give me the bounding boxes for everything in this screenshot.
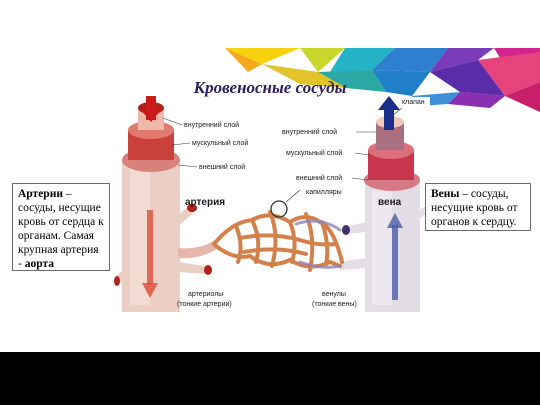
capillary-venous <box>298 260 342 269</box>
deco-shape <box>330 48 395 72</box>
leader-line <box>391 107 403 117</box>
slide-background-art: внутренний слой мускульный слой внешний … <box>114 48 540 312</box>
vein-arrow-head <box>378 96 400 110</box>
deco-shape <box>225 48 262 72</box>
deco-shape <box>318 70 386 92</box>
label-inner-layer-artery: внутренний слой <box>184 121 239 129</box>
label-valve: клапан <box>402 99 425 106</box>
label-arterioles-note: (тонкие артерии) <box>177 301 232 308</box>
label-capillaries: капилляры <box>306 189 342 196</box>
label-muscle-layer-vein: мускульный слой <box>286 149 342 157</box>
deco-shape <box>372 48 448 72</box>
deco-shape <box>505 82 540 112</box>
leader-line <box>162 117 183 126</box>
slide-title: Кровеносные сосуды <box>193 78 347 97</box>
vein-arrow-shaft <box>384 106 394 130</box>
footer-bar <box>0 352 540 405</box>
arteriole <box>178 240 218 259</box>
artery-branch <box>178 262 207 274</box>
aorta-term: аорта <box>24 258 55 270</box>
vein-highlight <box>372 185 392 305</box>
leader-lines-right <box>285 107 403 203</box>
vein-branch <box>348 222 366 234</box>
deco-shape <box>448 92 505 108</box>
label-outer-layer-vein: внешний слой <box>296 174 342 182</box>
deco-shape <box>372 70 430 96</box>
deco-shape <box>300 48 345 72</box>
artery-branch-end <box>114 276 120 286</box>
vein-inner-layer <box>376 122 404 150</box>
capillary <box>234 224 243 264</box>
artery-branch-end <box>204 265 212 275</box>
vein-definition-text: – сосуды, несущие кровь от органов к сер… <box>431 188 518 228</box>
deco-shape <box>262 64 346 88</box>
leader-line <box>171 142 191 146</box>
vein-flow-arrowhead <box>387 213 403 228</box>
capillary <box>242 247 308 256</box>
vein-term: Вены <box>431 188 460 200</box>
capillary-magnifier <box>270 200 288 218</box>
deco-shape <box>430 60 505 96</box>
label-vein: вена <box>378 197 402 208</box>
vein-branch-end <box>342 225 350 235</box>
artery-highlight <box>130 165 150 305</box>
artery-arrow-head <box>141 110 161 122</box>
label-arterioles: артериолы <box>188 291 223 298</box>
label-inner-layer-vein: внутренний слой <box>282 128 337 136</box>
label-venules: венулы <box>322 291 346 298</box>
leader-lines-left <box>162 117 198 168</box>
capillary <box>250 218 261 264</box>
artery-flow-arrow <box>147 210 153 285</box>
leader-line <box>285 189 301 203</box>
artery-definition-box: Артерии – сосуды, несущие кровь от сердц… <box>12 183 110 271</box>
artery-flow-arrowhead <box>142 283 158 298</box>
leader-line <box>351 177 369 181</box>
label-artery: артерия <box>185 197 225 208</box>
artery-term: Артерии <box>18 188 63 200</box>
capillary <box>238 233 338 247</box>
venule <box>340 258 366 270</box>
slide: внутренний слой мускульный слой внешний … <box>0 0 540 352</box>
label-outer-layer-artery: внешний слой <box>199 163 245 171</box>
leader-line <box>354 152 370 156</box>
deco-shape <box>430 48 494 72</box>
leader-line <box>177 164 198 168</box>
capillary-venous <box>294 219 342 232</box>
vein-definition-box: Вены – сосуды, несущие кровь от органов … <box>425 183 531 231</box>
deco-shape <box>478 52 540 96</box>
vein-flow-arrow <box>392 225 398 300</box>
label-muscle-layer-artery: мускульный слой <box>192 139 248 147</box>
label-venules-note: (тонкие вены) <box>312 301 357 308</box>
artery-branch-end <box>187 204 197 212</box>
capillary <box>288 220 297 264</box>
artery-definition-text: – сосуды, несущие кровь от сердца к орга… <box>18 188 104 270</box>
deco-shape <box>225 48 300 64</box>
